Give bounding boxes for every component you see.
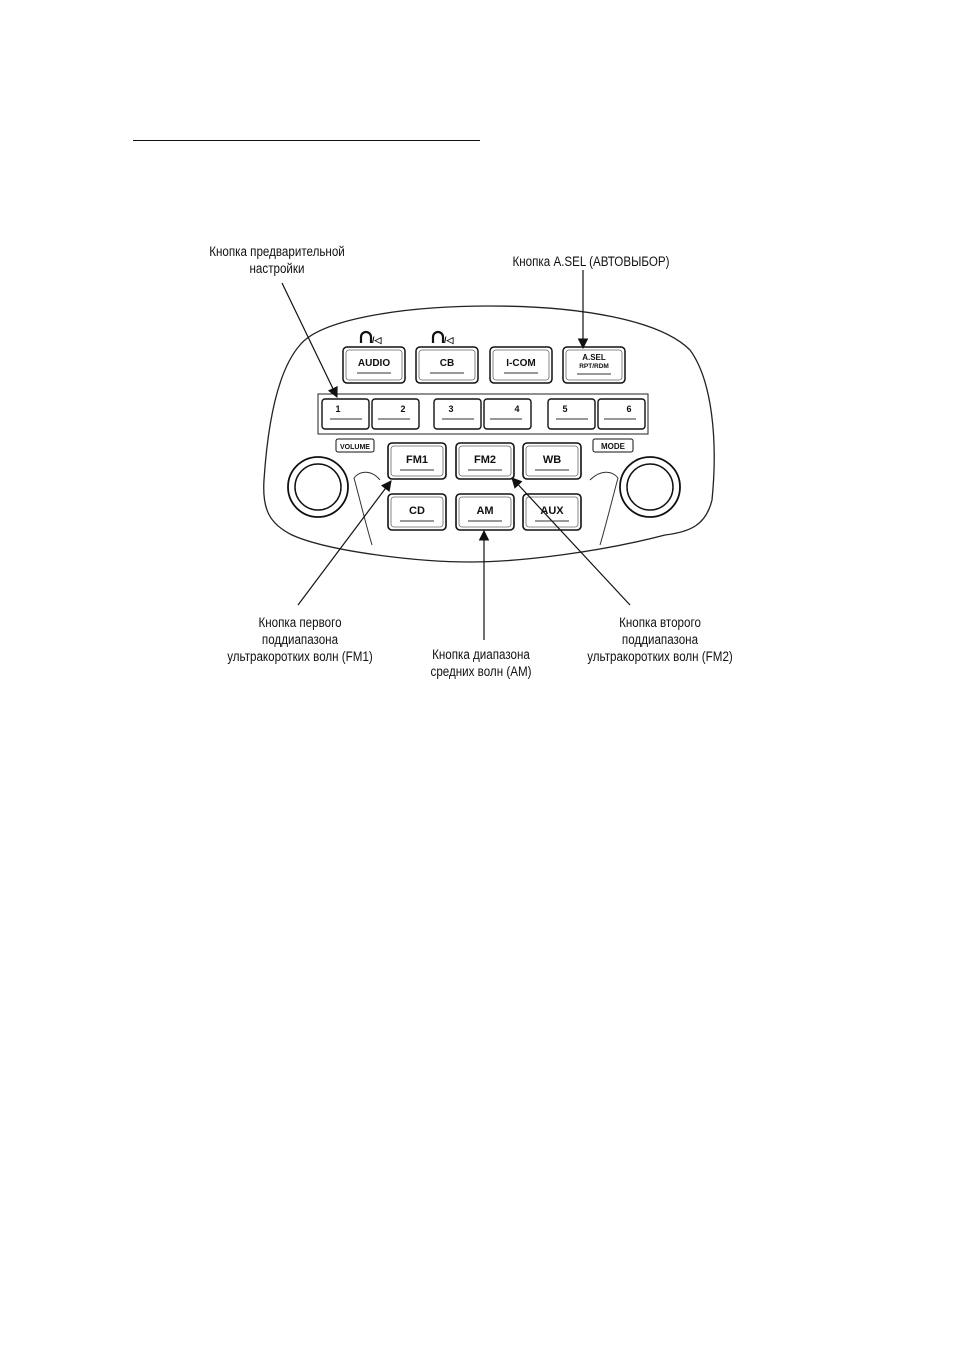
asel-button-sublabel: RPT/RDM	[579, 363, 609, 370]
cb-button[interactable]: CB	[416, 347, 478, 383]
preset-label-1: 1	[335, 404, 340, 414]
preset-button-2[interactable]: 2	[372, 399, 419, 429]
volume-label: VOLUME	[340, 444, 370, 451]
headphone-speaker-icon: /◁	[433, 332, 455, 345]
fm1-button-label: FM1	[406, 454, 428, 466]
preset-label-2: 2	[400, 404, 405, 414]
cb-button-label: CB	[440, 358, 454, 369]
fm1-button[interactable]: FM1	[388, 443, 446, 479]
preset-label-5: 5	[562, 404, 567, 414]
preset-label-6: 6	[626, 404, 631, 414]
mode-label-box: MODE	[593, 439, 633, 452]
am-button[interactable]: AM	[456, 494, 514, 530]
audio-button[interactable]: AUDIO	[343, 347, 405, 383]
panel-inner-line	[590, 472, 618, 545]
cb-glyph: /◁	[444, 335, 455, 345]
panel-inner-line-left	[354, 472, 380, 545]
preset-button-3[interactable]: 3	[434, 399, 481, 429]
volume-label-box: VOLUME	[336, 439, 374, 452]
audio-button-label: AUDIO	[358, 358, 390, 369]
asel-button-label: A.SEL	[582, 353, 606, 362]
preset-label-3: 3	[448, 404, 453, 414]
asel-button[interactable]: A.SEL RPT/RDM	[563, 347, 625, 383]
wb-button[interactable]: WB	[523, 443, 581, 479]
headphone-speaker-icon: /◁	[361, 332, 383, 345]
fm2-button-label: FM2	[474, 454, 496, 466]
leader-preset	[282, 283, 337, 397]
preset-button-5[interactable]: 5	[548, 399, 595, 429]
cd-button[interactable]: CD	[388, 494, 446, 530]
cd-button-label: CD	[409, 505, 425, 517]
icom-button[interactable]: I-COM	[490, 347, 552, 383]
mode-label: MODE	[601, 442, 626, 451]
fm2-button[interactable]: FM2	[456, 443, 514, 479]
aux-button-label: AUX	[540, 505, 564, 517]
audio-glyph: /◁	[372, 335, 383, 345]
am-button-label: AM	[476, 505, 493, 517]
mode-knob[interactable]	[620, 457, 680, 517]
preset-label-4: 4	[514, 404, 519, 414]
icom-button-label: I-COM	[506, 358, 535, 369]
preset-button-4[interactable]: 4	[484, 399, 531, 429]
wb-button-label: WB	[543, 454, 561, 466]
volume-knob[interactable]	[288, 457, 348, 517]
preset-button-1[interactable]: 1	[322, 399, 369, 429]
preset-button-6[interactable]: 6	[598, 399, 645, 429]
